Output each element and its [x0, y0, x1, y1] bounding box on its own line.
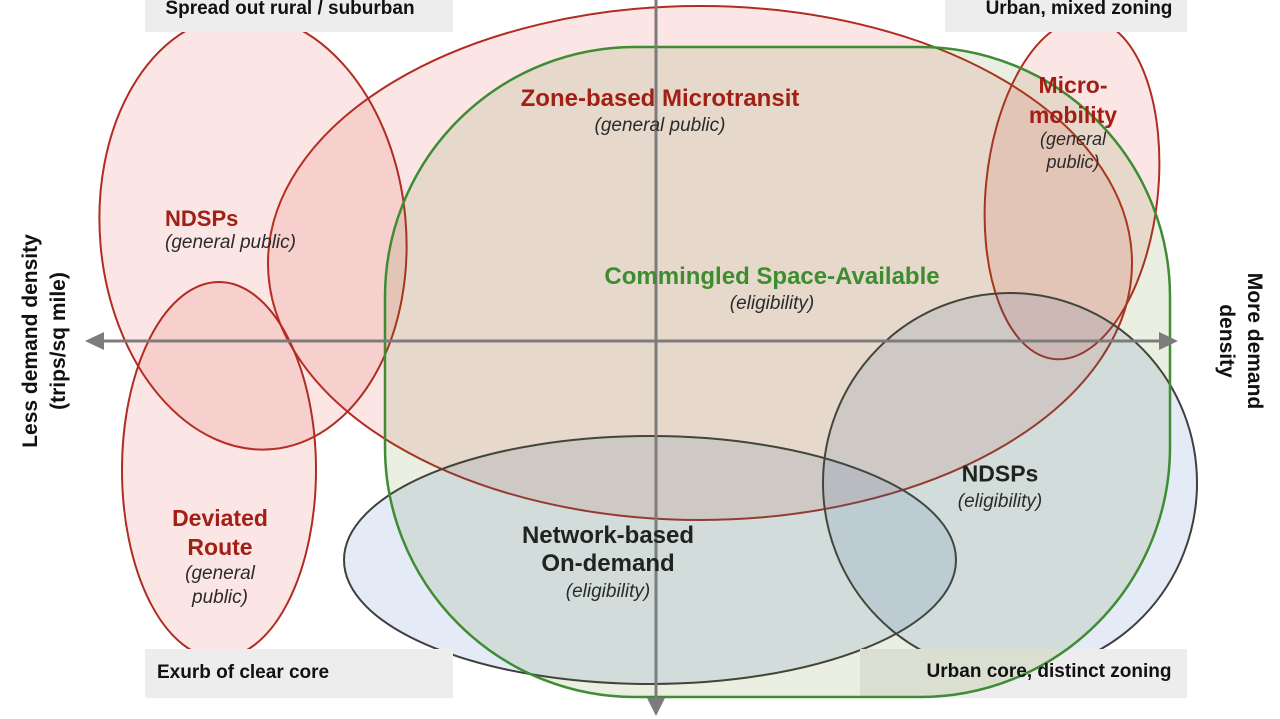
left-arrowhead — [85, 332, 104, 350]
network-based-title: Network-based On-demand — [522, 522, 694, 578]
ndsps-eligibility-subtitle: (eligibility) — [957, 491, 1043, 512]
network-based-title-line1: Network-based — [521, 522, 695, 549]
deviated-route-subtitle: (general public) — [185, 562, 255, 610]
network-based-subtitle: (eligibility) — [565, 581, 651, 602]
zone-based-microtransit-title: Zone-based Microtransit — [520, 85, 800, 112]
micro-mobility-subtitle-line1: (general — [1039, 129, 1107, 149]
right-arrowhead — [1159, 332, 1178, 350]
quadrant-box-top-left — [145, 0, 453, 32]
ndsps-general-subtitle: (general public) — [165, 232, 296, 253]
commingled-space-available-region — [383, 45, 1172, 699]
micro-mobility-subtitle: (general public) — [1040, 128, 1106, 174]
deviated-route-subtitle-line2: public) — [192, 587, 248, 608]
left-axis-label-line1: Less demand density — [19, 234, 42, 448]
quadrant-box-top-right — [945, 0, 1187, 32]
quadrant-label-bottom-left: Exurb of clear core — [157, 662, 330, 683]
deviated-route-title-line2: Route — [187, 534, 253, 560]
deviated-route-title-line1: Deviated — [172, 505, 268, 531]
deviated-route-subtitle-line1: (general — [185, 563, 255, 584]
quadrant-label-bottom-right: Urban core, distinct zoning — [926, 661, 1172, 682]
zone-based-microtransit-subtitle: (general public) — [594, 115, 726, 136]
quadrant-label-top-right: Urban, mixed zoning — [985, 0, 1173, 19]
commingled-space-available-subtitle: (eligibility) — [729, 293, 815, 314]
ndsps-eligibility-title: NDSPs — [961, 460, 1039, 487]
micro-mobility-title-line2: mobility — [1028, 102, 1118, 128]
left-axis-label: Less demand density (trips/sq mile) — [17, 234, 73, 448]
network-based-title-line2: On-demand — [541, 550, 675, 577]
micro-mobility-title: Micro- mobility — [1029, 70, 1117, 130]
left-axis-label-line2: (trips/sq mile) — [47, 272, 70, 410]
micro-mobility-title-line1: Micro- — [1038, 72, 1108, 98]
network-based-on-demand-ellipse — [343, 435, 957, 685]
quadrant-label-top-left: Spread out rural / suburban — [165, 0, 415, 19]
axes — [85, 0, 1178, 716]
ndsps-general-title: NDSPs — [165, 206, 239, 231]
zone-based-microtransit-ellipse — [267, 5, 1133, 521]
down-arrowhead — [647, 698, 665, 716]
ndsps-general-label-block: NDSPs (general public) — [165, 207, 296, 255]
right-axis-label-line1: More demand — [1243, 272, 1266, 410]
deviated-route-title: Deviated Route — [172, 504, 268, 562]
right-axis-label-line2: density — [1215, 304, 1238, 378]
micro-mobility-subtitle-line2: public) — [1046, 152, 1100, 172]
right-axis-label: More demand density — [1212, 273, 1268, 410]
commingled-space-available-title: Commingled Space-Available — [604, 263, 940, 290]
quadrant-box-bottom-left — [145, 649, 453, 698]
